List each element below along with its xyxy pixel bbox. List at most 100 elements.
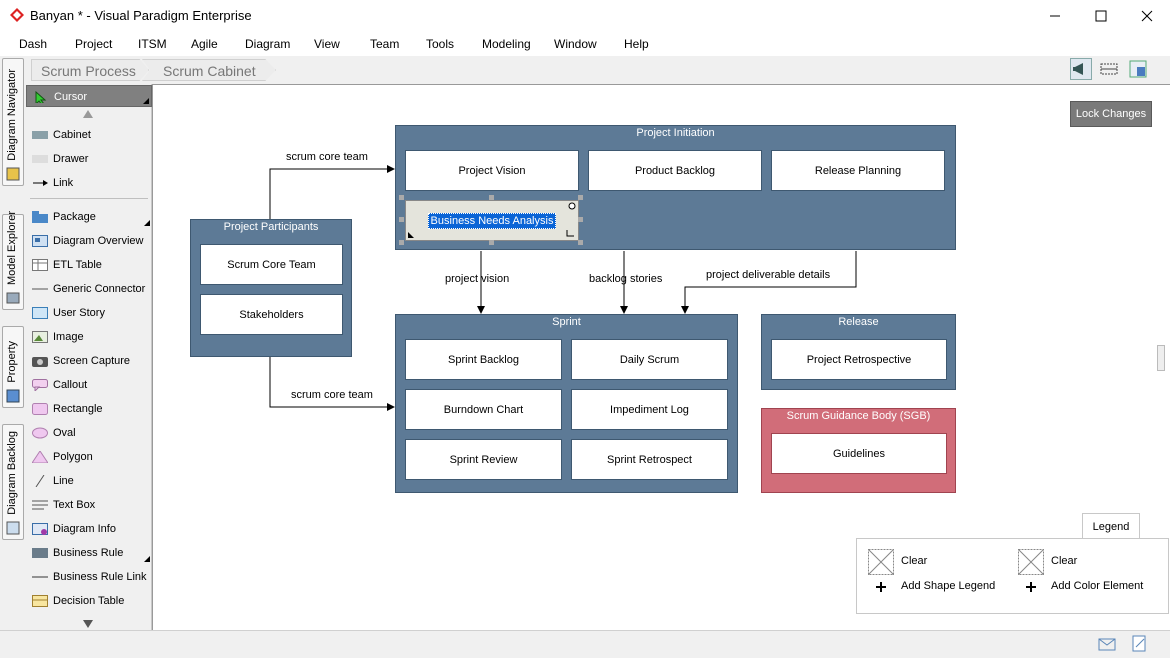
tab-diagram-navigator[interactable]: Diagram Navigator	[2, 58, 24, 186]
item-product-backlog[interactable]: Product Backlog	[588, 150, 762, 191]
item-scrum-core-team[interactable]: Scrum Core Team	[200, 244, 343, 285]
group-project-initiation[interactable]: Project Initiation Project Vision Produc…	[395, 125, 956, 250]
breadcrumb: Scrum Process Scrum Cabinet	[0, 56, 1170, 84]
item-business-needs-analysis[interactable]: Business Needs Analysis	[405, 200, 579, 241]
palette-decision-table[interactable]: Decision Table	[26, 590, 152, 612]
plus-icon[interactable]	[1025, 581, 1037, 593]
palette-screen-capture[interactable]: Screen Capture	[26, 350, 152, 372]
menu-diagram[interactable]: Diagram	[245, 37, 291, 51]
group-release[interactable]: Release Project Retrospective	[761, 314, 956, 390]
palette-diagram-info[interactable]: Diagram Info	[26, 518, 152, 540]
maximize-button[interactable]	[1078, 0, 1124, 32]
plus-icon[interactable]	[875, 581, 887, 593]
group-title: Sprint	[552, 316, 581, 328]
tab-diagram-backlog[interactable]: Diagram Backlog	[2, 424, 24, 540]
diagram-panel-button[interactable]	[1127, 58, 1149, 80]
minimize-button[interactable]	[1032, 0, 1078, 32]
megaphone-icon	[1073, 63, 1083, 75]
canvas-splitter-handle[interactable]	[1157, 345, 1165, 371]
business-rule-icon	[32, 548, 48, 558]
tab-property[interactable]: Property	[2, 326, 24, 408]
fit-size-button[interactable]	[1098, 58, 1120, 80]
item-guidelines[interactable]: Guidelines	[771, 433, 947, 474]
model-element-icon[interactable]	[568, 202, 576, 210]
palette-drawer[interactable]: Drawer	[26, 148, 152, 170]
item-sprint-review[interactable]: Sprint Review	[405, 439, 562, 480]
item-project-retrospective[interactable]: Project Retrospective	[771, 339, 947, 380]
connector-lines	[269, 165, 857, 411]
palette-image[interactable]: Image	[26, 326, 152, 348]
item-daily-scrum[interactable]: Daily Scrum	[571, 339, 728, 380]
palette-package[interactable]: Package	[26, 206, 152, 228]
camera-icon	[32, 357, 48, 367]
reference-icon[interactable]	[566, 228, 576, 238]
legend-clear-shape[interactable]: Clear	[901, 555, 928, 567]
scroll-down-icon[interactable]	[83, 620, 93, 628]
palette-callout[interactable]: Callout	[26, 374, 152, 396]
menu-tools[interactable]: Tools	[426, 37, 455, 51]
link-arrow-icon	[33, 180, 48, 186]
legend-tab[interactable]: Legend	[1082, 513, 1140, 539]
resize-arrow-icon[interactable]	[408, 230, 416, 238]
tab-label: Diagram Navigator	[6, 69, 18, 161]
scroll-up-icon[interactable]	[83, 110, 93, 118]
add-color-element-button[interactable]: Add Color Element	[1051, 580, 1144, 592]
palette-user-story[interactable]: User Story	[26, 302, 152, 324]
menu-view[interactable]: View	[314, 37, 340, 51]
inline-edit-text[interactable]: Business Needs Analysis	[427, 212, 557, 229]
palette-oval[interactable]: Oval	[26, 422, 152, 444]
group-scrum-guidance-body[interactable]: Scrum Guidance Body (SGB) Guidelines	[761, 408, 956, 493]
item-project-vision[interactable]: Project Vision	[405, 150, 579, 191]
breadcrumb-scrum-cabinet[interactable]: Scrum Cabinet	[142, 59, 276, 81]
palette-line[interactable]: Line	[26, 470, 152, 492]
palette-etl-table[interactable]: ETL Table	[26, 254, 152, 276]
lock-changes-button[interactable]: Lock Changes	[1070, 101, 1152, 127]
tab-model-explorer[interactable]: Model Explorer	[2, 211, 24, 310]
group-title: Scrum Guidance Body (SGB)	[786, 410, 931, 422]
menu-agile[interactable]: Agile	[191, 37, 218, 51]
minimize-icon	[1050, 15, 1060, 17]
tab-label: Property	[6, 341, 18, 383]
item-release-planning[interactable]: Release Planning	[771, 150, 945, 191]
palette-polygon[interactable]: Polygon	[26, 446, 152, 468]
item-burndown-chart[interactable]: Burndown Chart	[405, 389, 562, 430]
mail-icon[interactable]	[1098, 638, 1116, 652]
item-stakeholders[interactable]: Stakeholders	[200, 294, 343, 335]
package-icon	[32, 211, 48, 223]
menu-dash[interactable]: Dash	[19, 37, 48, 51]
legend-panel: Clear Clear Add Shape Legend Add Color E…	[856, 538, 1169, 614]
menu-project[interactable]: Project	[75, 37, 113, 51]
menu-help[interactable]: Help	[624, 37, 649, 51]
connector-label-scrum-core-team-top: scrum core team	[286, 151, 368, 163]
palette-cabinet[interactable]: Cabinet	[26, 124, 152, 146]
palette-link[interactable]: Link	[26, 172, 152, 194]
shape-legend-placeholder-icon[interactable]	[868, 549, 894, 575]
palette-diagram-overview[interactable]: Diagram Overview	[26, 230, 152, 252]
palette-business-rule-link[interactable]: Business Rule Link	[26, 566, 152, 588]
connector-label-scrum-core-team-bottom: scrum core team	[291, 389, 373, 401]
palette-cursor[interactable]: Cursor	[26, 85, 152, 107]
palette-generic-connector[interactable]: Generic Connector	[26, 278, 152, 300]
menu-modeling[interactable]: Modeling	[482, 37, 531, 51]
pin-toolbar-button[interactable]	[1070, 58, 1092, 80]
legend-clear-color[interactable]: Clear	[1051, 555, 1078, 567]
diagram-canvas[interactable]: Lock Changes Project Initiation Project …	[152, 84, 1170, 630]
palette-business-rule[interactable]: Business Rule	[26, 542, 152, 564]
breadcrumb-scrum-process[interactable]: Scrum Process	[31, 59, 149, 81]
menu-team[interactable]: Team	[370, 37, 400, 51]
menu-window[interactable]: Window	[554, 37, 597, 51]
item-impediment-log[interactable]: Impediment Log	[571, 389, 728, 430]
group-sprint[interactable]: Sprint Sprint Backlog Daily Scrum Burndo…	[395, 314, 738, 493]
color-legend-placeholder-icon[interactable]	[1018, 549, 1044, 575]
item-sprint-retrospect[interactable]: Sprint Retrospect	[571, 439, 728, 480]
palette-rectangle[interactable]: Rectangle	[26, 398, 152, 420]
document-edit-icon[interactable]	[1132, 635, 1148, 653]
group-project-participants[interactable]: Project Participants Scrum Core Team Sta…	[190, 219, 352, 357]
connector-label-project-vision: project vision	[445, 273, 510, 285]
add-shape-legend-button[interactable]: Add Shape Legend	[901, 580, 996, 592]
polygon-icon	[32, 451, 48, 463]
menu-itsm[interactable]: ITSM	[138, 37, 167, 51]
palette-text-box[interactable]: Text Box	[26, 494, 152, 516]
close-button[interactable]	[1124, 0, 1170, 32]
item-sprint-backlog[interactable]: Sprint Backlog	[405, 339, 562, 380]
